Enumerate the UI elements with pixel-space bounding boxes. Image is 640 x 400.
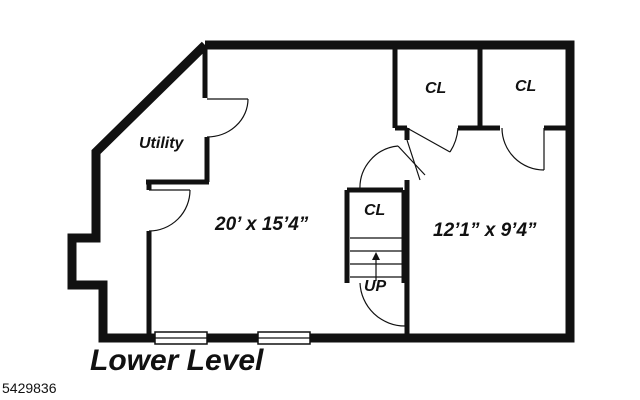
utility-label: Utility (139, 135, 185, 152)
windows (154, 331, 311, 345)
closet-left-label: CL (425, 80, 446, 97)
outer-walls (67, 40, 575, 343)
closet-right-label: CL (515, 78, 536, 95)
stairs (350, 237, 403, 281)
doors (148, 98, 545, 327)
listing-id: 5429836 (2, 380, 57, 396)
level-title: Lower Level (90, 344, 264, 377)
stair-up-label: UP (364, 278, 387, 295)
main-room-dimensions: 20’ x 15’4” (214, 214, 309, 235)
closet-stair-label: CL (364, 202, 385, 219)
interior-walls (146, 47, 568, 336)
right-room-dimensions: 12’1” x 9’4” (433, 220, 537, 241)
